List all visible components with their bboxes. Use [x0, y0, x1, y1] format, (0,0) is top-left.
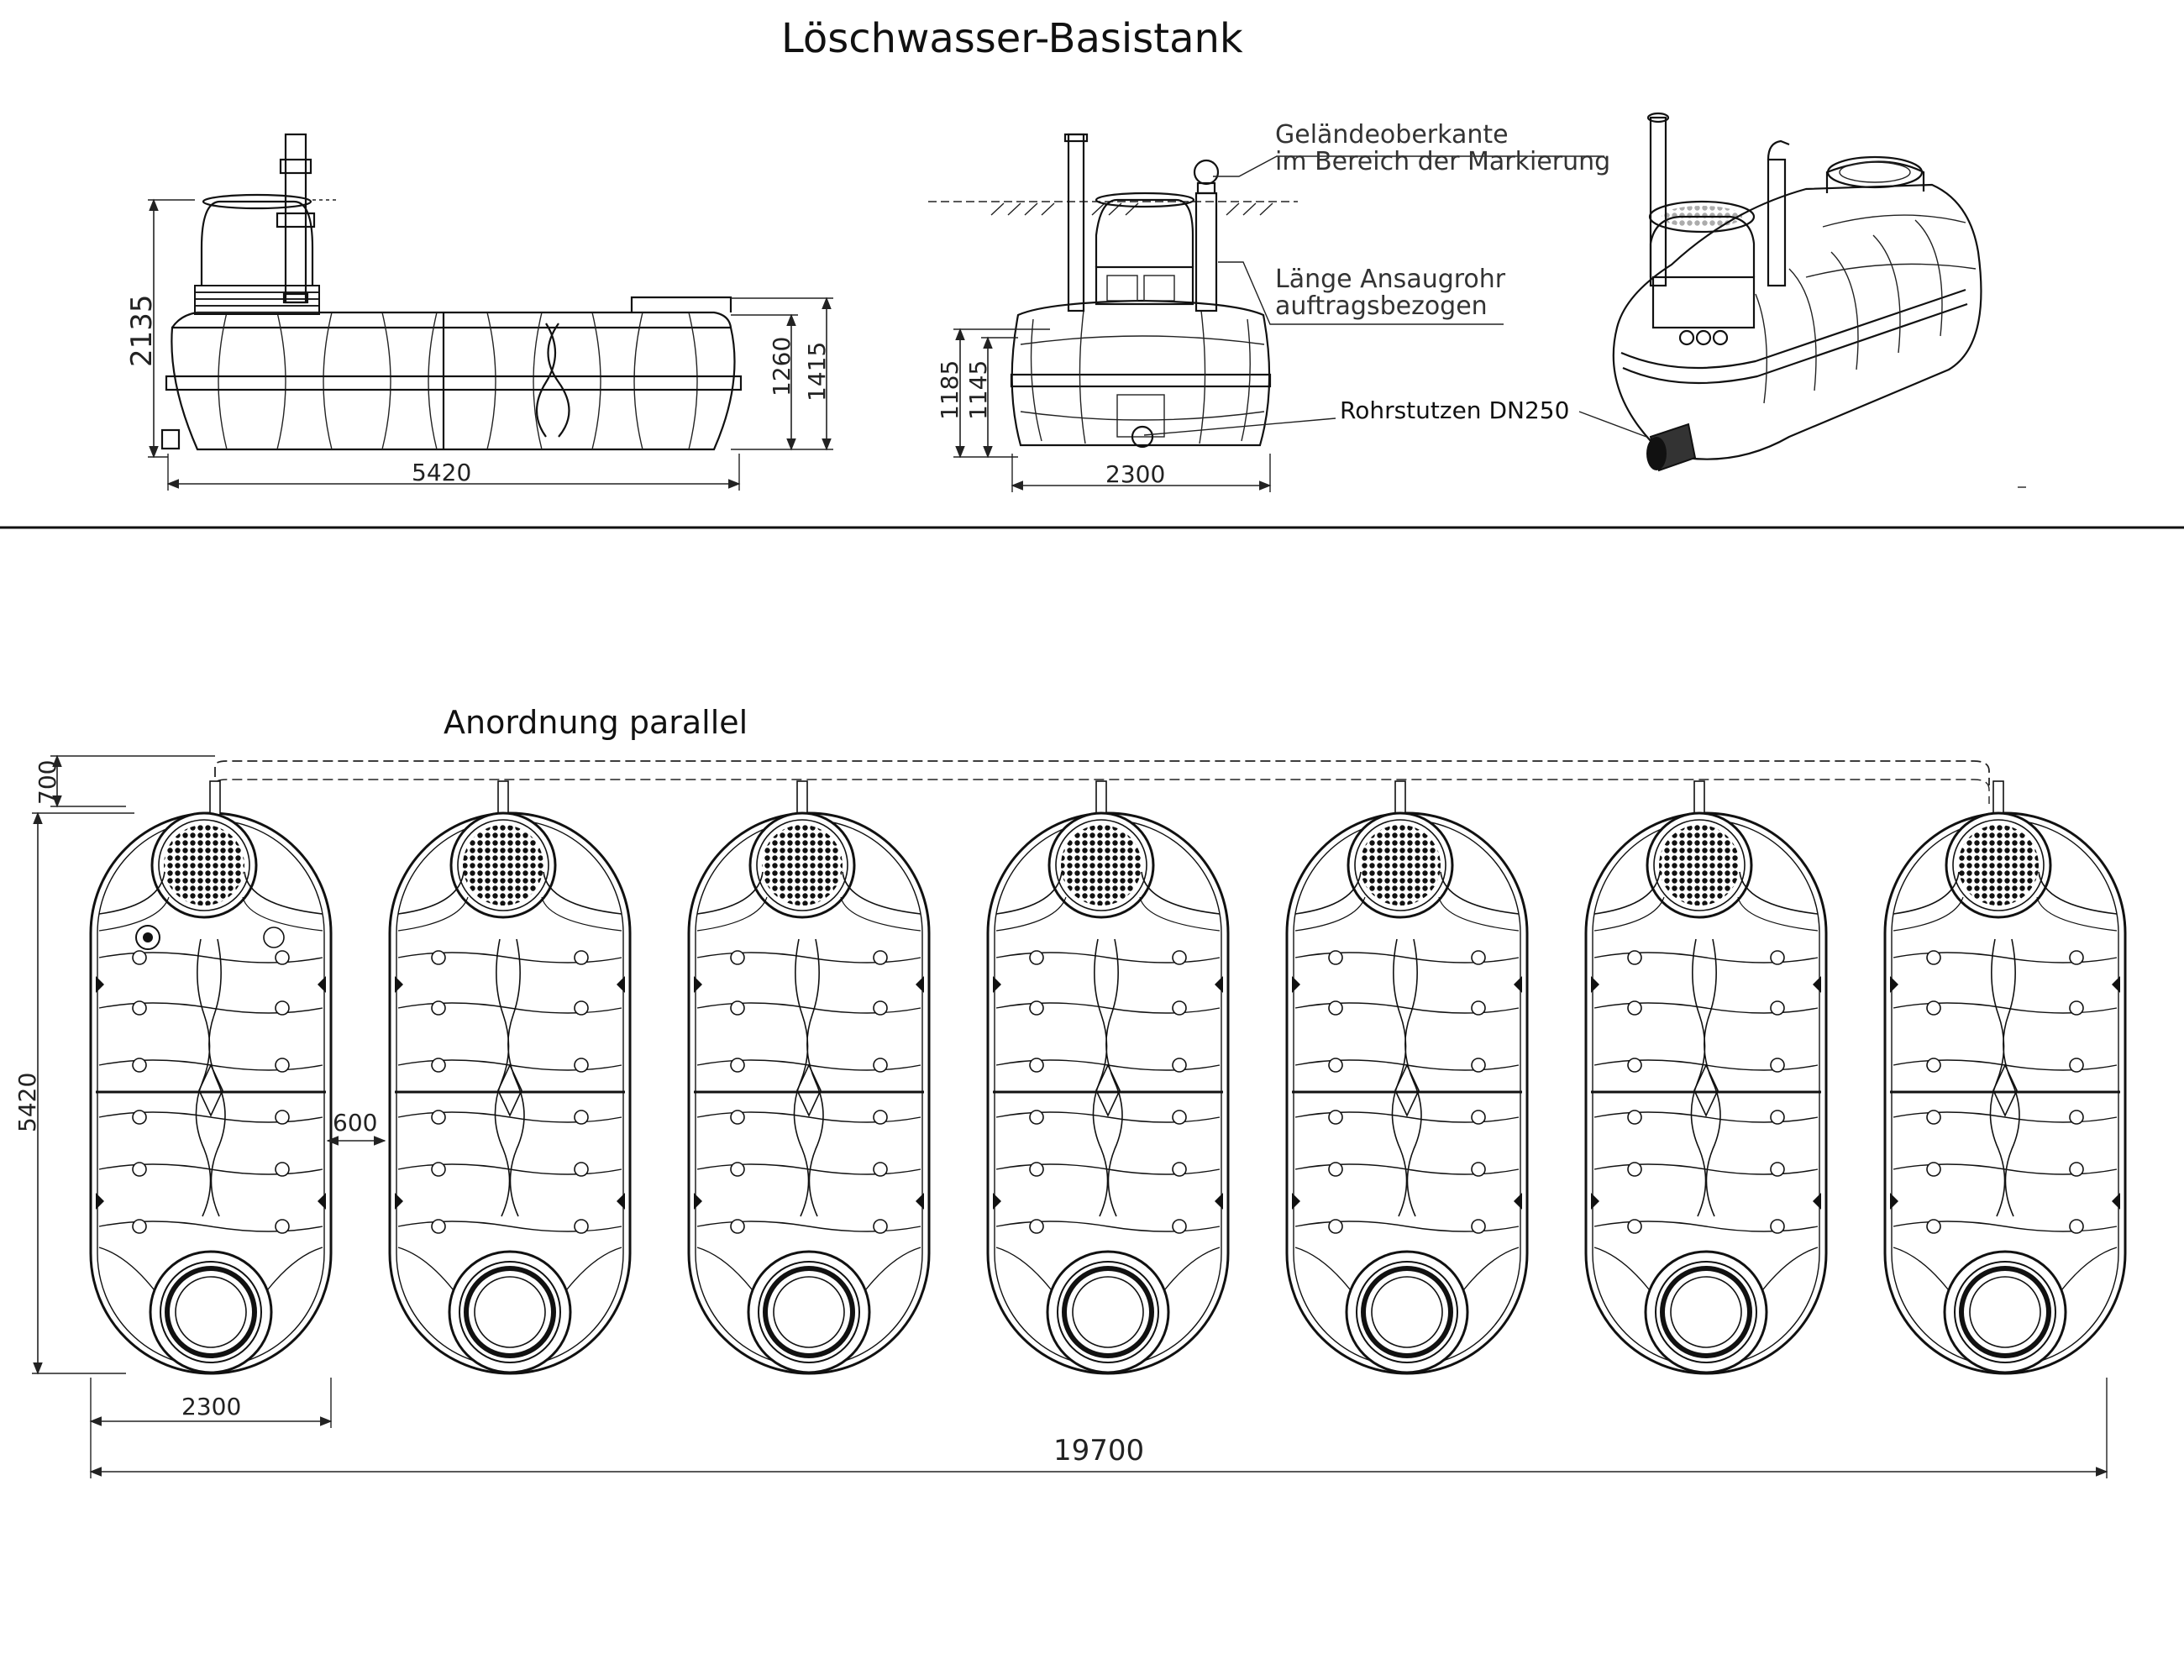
- note-pipe-line2: auftragsbezogen: [1275, 291, 1488, 321]
- dim-total-height: 2135: [125, 294, 159, 367]
- tank-plan-7: [1883, 780, 2127, 1375]
- dim-plan-700: 700: [34, 760, 61, 805]
- tank-plan-5: [1285, 780, 1529, 1375]
- side-view: 2135 1260 1415 5420: [125, 133, 833, 491]
- dim-plan-gap-600: 600: [333, 1109, 377, 1137]
- note-ground-line1: Geländeoberkante: [1275, 120, 1509, 150]
- tank-plan-1: [89, 780, 333, 1375]
- isometric-view: [1578, 112, 2026, 488]
- dim-height-1185: 1185: [936, 360, 963, 420]
- dim-plan-19700: 19700: [1053, 1434, 1144, 1467]
- note-ground-line2: im Bereich der Markierung: [1275, 147, 1610, 176]
- note-pipe-line1: Länge Ansaugrohr: [1275, 265, 1506, 294]
- dim-width-2300: 2300: [1105, 460, 1165, 488]
- dim-length-5420: 5420: [412, 459, 471, 486]
- tank-plan-2: [388, 780, 632, 1375]
- dim-plan-5420: 5420: [13, 1073, 41, 1132]
- dim-height-1260: 1260: [768, 337, 795, 396]
- plan-view: 700 5420 600 2300 19700: [13, 754, 2127, 1478]
- dim-plan-2300: 2300: [181, 1393, 241, 1420]
- label-nozzle: Rohrstutzen DN250: [1340, 396, 1569, 424]
- tank-plan-4: [986, 780, 1230, 1375]
- tank-plan-3: [687, 780, 931, 1375]
- drawing-title: Löschwasser-Basistank: [781, 15, 1243, 62]
- plan-title: Anordnung parallel: [444, 704, 748, 741]
- dim-height-1145: 1145: [964, 360, 992, 420]
- tank-plan-6: [1584, 780, 1828, 1375]
- dim-height-1415: 1415: [803, 342, 831, 402]
- front-view: Geländeoberkante im Bereich der Markieru…: [928, 120, 1610, 492]
